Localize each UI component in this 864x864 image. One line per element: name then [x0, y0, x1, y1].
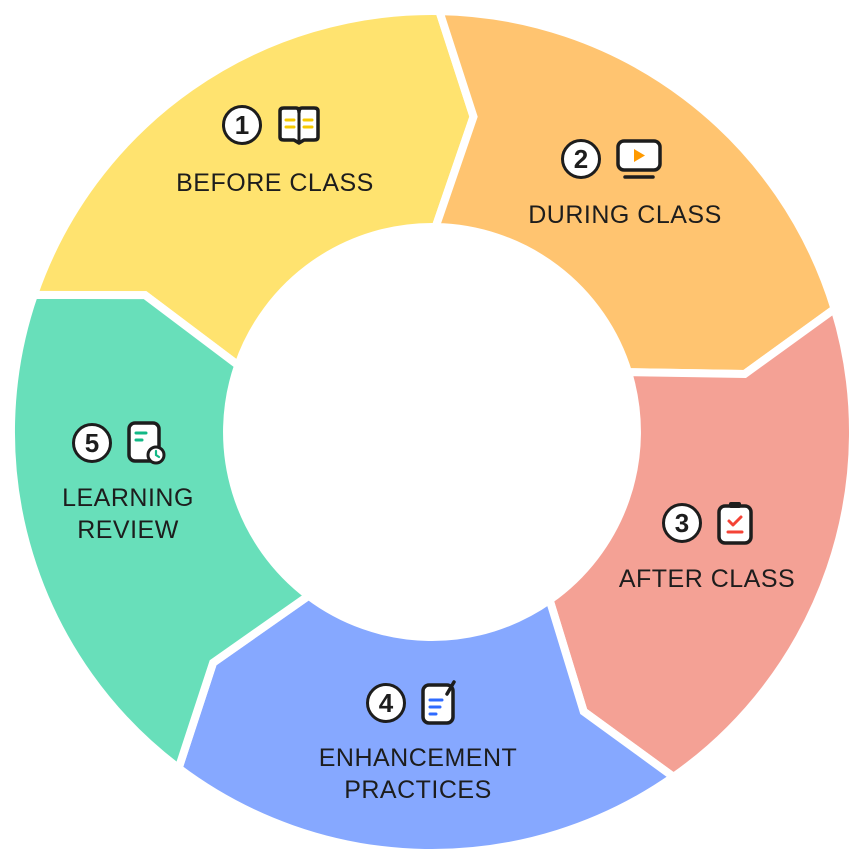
step-5-label: LEARNING REVIEW [62, 482, 194, 546]
step-2-header: 2 [561, 138, 663, 180]
step-3-header: 3 [662, 500, 754, 546]
step-number-badge: 3 [662, 503, 702, 543]
step-1-header: 1 [222, 105, 322, 145]
step-number-badge: 5 [72, 423, 112, 463]
segment-enhancement-practices [173, 590, 681, 858]
document-clock-icon [127, 421, 166, 465]
step-4-label-line-2: PRACTICES [344, 776, 492, 804]
note-pencil-icon [421, 680, 456, 725]
step-number-badge: 4 [366, 683, 406, 723]
step-5-header: 5 [72, 420, 168, 466]
step-number-badge: 2 [561, 139, 601, 179]
video-play-icon [616, 139, 662, 179]
segment-learning-review [6, 290, 316, 775]
step-5-label-line-1: LEARNING [62, 484, 194, 512]
step-2-label: DURING CLASS [528, 201, 722, 229]
step-3-label: AFTER CLASS [618, 565, 796, 593]
step-number-badge: 1 [222, 105, 262, 145]
step-4-label-line-1: ENHANCEMENT [318, 744, 518, 772]
open-book-icon [278, 106, 320, 145]
step-4-header: 4 [366, 680, 458, 726]
step-4-label: ENHANCEMENT PRACTICES [319, 742, 518, 806]
step-5-label-line-2: REVIEW [77, 516, 179, 544]
segment-before-class [28, 7, 478, 372]
segment-after-class [544, 302, 857, 782]
step-1-label: BEFORE CLASS [176, 169, 374, 197]
segment-during-class [430, 7, 840, 379]
clipboard-check-icon [717, 502, 753, 545]
